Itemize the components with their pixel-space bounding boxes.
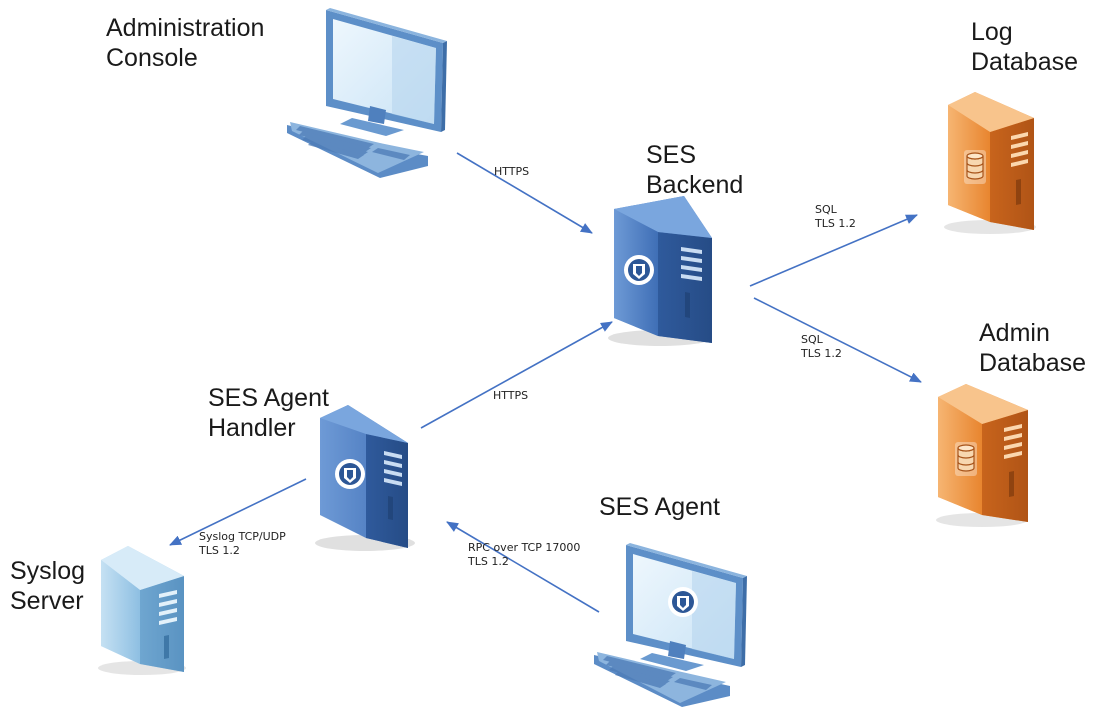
admin-database-server-icon [936,384,1028,527]
admin-console-label: Administration Console [106,13,264,73]
edge-label-agent-to-handler-line1: RPC over TCP 17000 [468,541,581,554]
agent-handler-label: SES Agent Handler [208,383,329,443]
edge-label-backend-to-logdb: SQL TLS 1.2 [815,203,856,231]
admin-console-label-line1: Administration [106,14,265,42]
ses-agent-label-line1: SES Agent [599,493,720,521]
admin-console-label-line2: Console [106,44,198,72]
edge-label-backend-to-admindb: SQL TLS 1.2 [801,333,842,361]
edge-handler-to-backend [420,321,613,429]
edge-label-agent-to-handler-line2: TLS 1.2 [468,555,509,568]
edge-label-handler-to-backend-line1: HTTPS [493,389,529,402]
edge-label-handler-to-syslog: Syslog TCP/UDP TLS 1.2 [199,530,286,558]
ses-backend-label: SES Backend [646,140,743,200]
admin-database-label-line1: Admin [979,319,1050,347]
edge-backend-to-logdb [749,214,918,287]
database-cylinder-icon [964,150,986,184]
ses-backend-label-line1: SES [646,141,697,169]
edge-label-backend-to-logdb-line1: SQL [815,203,837,216]
edge-label-backend-to-admindb-line1: SQL [801,333,823,346]
agent-handler-server-icon [315,405,415,551]
syslog-server-label-line2: Server [10,587,84,615]
edge-label-console-to-backend-line1: HTTPS [494,165,530,178]
edge-label-backend-to-admindb-line2: TLS 1.2 [801,347,842,360]
ses-backend-label-line2: Backend [646,171,744,199]
agent-handler-label-line2: Handler [208,414,296,442]
ses-backend-server-icon [608,196,712,346]
admin-database-label-line2: Database [979,349,1087,377]
edge-label-console-to-backend: HTTPS [494,165,529,179]
admin-console-desktop-icon [287,8,447,178]
log-database-label-line2: Database [971,48,1079,76]
edges [169,152,922,613]
log-database-label-line1: Log [971,18,1013,46]
log-database-server-icon [944,92,1036,234]
ses-agent-desktop-icon [594,543,747,707]
ses-agent-label: SES Agent [599,492,720,522]
database-cylinder-icon [955,442,977,476]
syslog-server-icon [98,546,186,675]
log-database-label: Log Database [971,17,1078,77]
edge-agent-to-handler [446,521,600,613]
edge-handler-to-syslog [169,478,307,546]
edge-label-handler-to-syslog-line2: TLS 1.2 [199,544,240,557]
edge-label-handler-to-syslog-line1: Syslog TCP/UDP [199,530,286,543]
edge-backend-to-admindb [753,297,922,383]
syslog-server-label-line1: Syslog [10,557,86,585]
edge-label-handler-to-backend: HTTPS [493,389,528,403]
edge-label-agent-to-handler: RPC over TCP 17000 TLS 1.2 [468,541,580,569]
edge-console-to-backend [456,152,593,234]
syslog-server-label: Syslog Server [10,556,85,616]
agent-handler-label-line1: SES Agent [208,384,329,412]
admin-database-label: Admin Database [979,318,1086,378]
edge-label-backend-to-logdb-line2: TLS 1.2 [815,217,856,230]
